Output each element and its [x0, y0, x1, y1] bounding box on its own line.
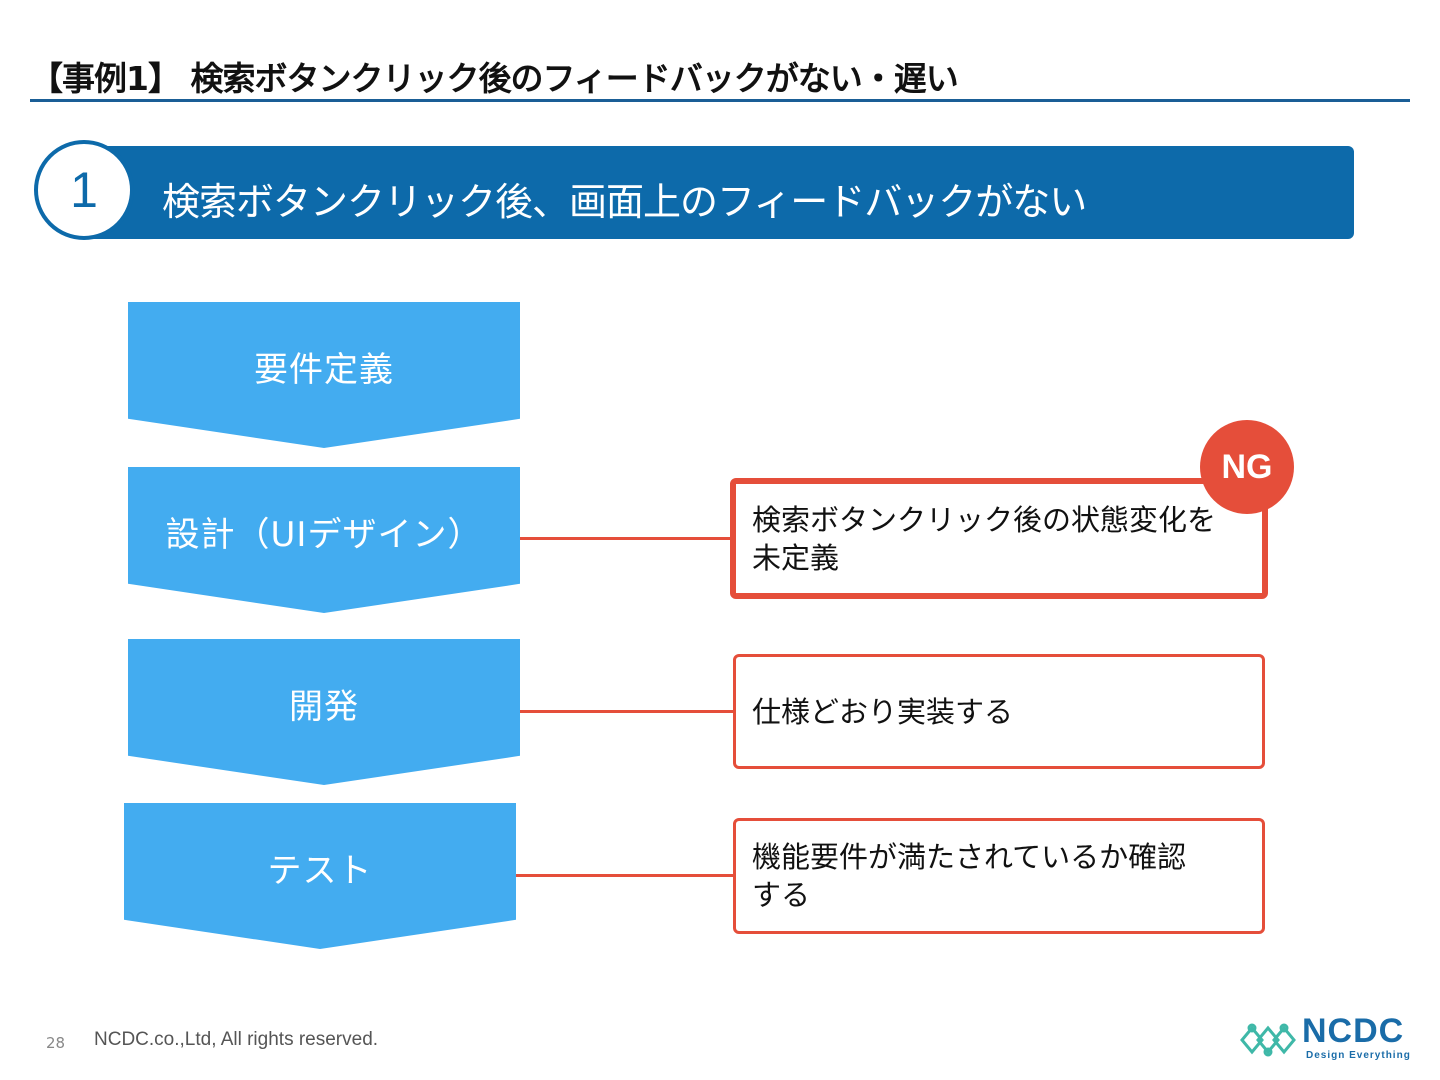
slide-title: 【事例1】 検索ボタンクリック後のフィードバックがない・遅い: [30, 59, 959, 98]
phase-label: 開発: [289, 687, 359, 727]
phase-test: テスト: [124, 803, 516, 949]
connector-test: [516, 874, 734, 877]
copyright-text: NCDC.co.,Ltd, All rights reserved.: [94, 1029, 379, 1050]
phase-label: 設計（UIデザイン）: [165, 515, 483, 555]
phase-label: 要件定義: [254, 350, 394, 390]
note-line: 検索ボタンクリック後の状態変化を: [752, 502, 1217, 537]
phase-label: テスト: [267, 851, 373, 891]
phase-design: 設計（UIデザイン）: [128, 467, 520, 613]
logo-tagline: Design Everything: [1306, 1050, 1411, 1061]
phase-requirements: 要件定義: [128, 302, 520, 448]
note-text: 仕様どおり実装する: [752, 694, 1014, 729]
issue-banner-text: 検索ボタンクリック後、画面上のフィードバックがない: [162, 180, 1087, 224]
note-line: 未定義: [752, 540, 840, 575]
note-test: 機能要件が満たされているか確認 する: [733, 818, 1265, 934]
issue-number: 1: [34, 140, 134, 240]
note-line: する: [752, 878, 811, 912]
page-number: 28: [46, 1034, 66, 1052]
issue-banner: [86, 146, 1354, 239]
ng-badge: NG: [1200, 420, 1294, 514]
note-design-ng: 検索ボタンクリック後の状態変化を 未定義: [730, 478, 1268, 599]
ncdc-logo-icon: [1240, 1023, 1296, 1057]
connector-design: [520, 537, 734, 540]
title-underline: [30, 99, 1410, 102]
note-text: 機能要件が満たされているか確認 する: [752, 838, 1186, 914]
note-development: 仕様どおり実装する: [733, 654, 1265, 769]
note-line: 機能要件が満たされているか確認: [752, 840, 1187, 874]
connector-development: [520, 710, 734, 713]
logo-name: NCDC: [1302, 1012, 1405, 1050]
note-text: 検索ボタンクリック後の状態変化を 未定義: [752, 501, 1216, 577]
phase-development: 開発: [128, 639, 520, 785]
